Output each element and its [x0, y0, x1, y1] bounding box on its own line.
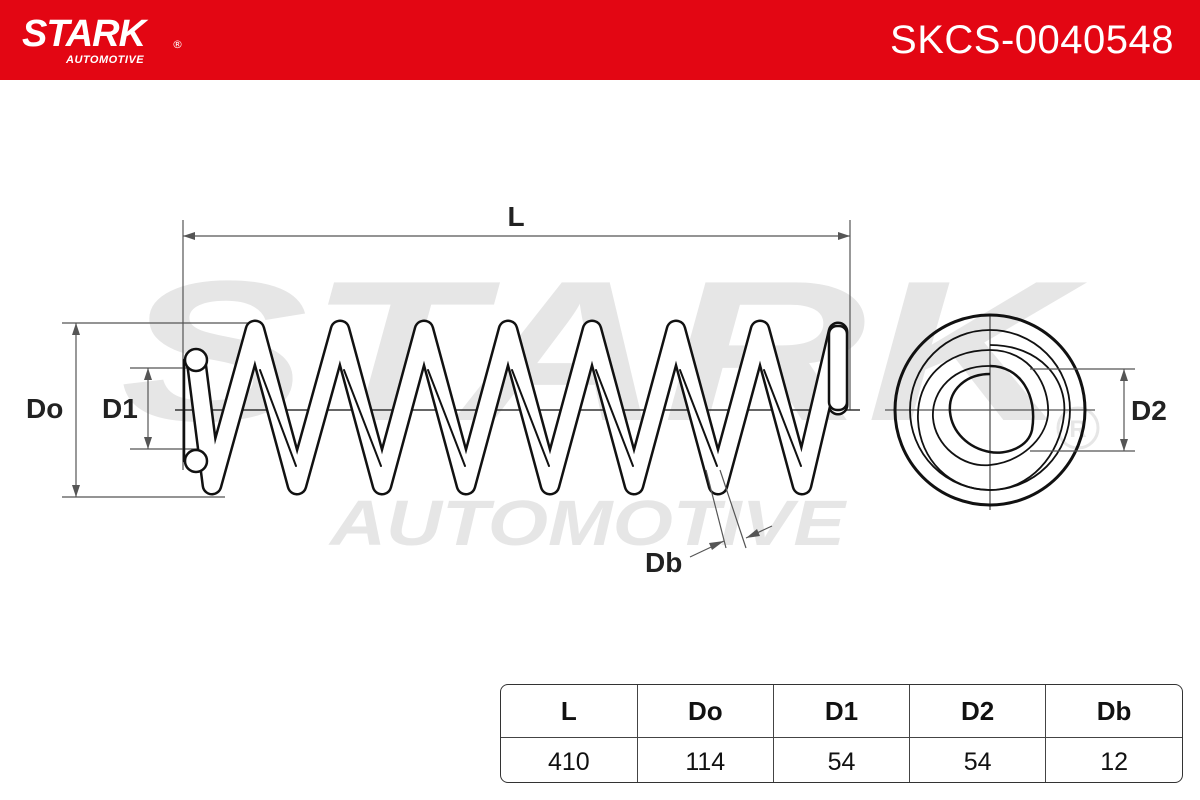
dimension-length	[182, 220, 851, 470]
label-length: L	[507, 201, 524, 232]
spec-header-row: L Do D1 D2 Db	[501, 685, 1182, 738]
spec-header-l: L	[501, 685, 638, 738]
label-outer-diameter: Do	[26, 393, 63, 424]
logo-text: STARK	[22, 13, 146, 55]
label-wire-diameter: Db	[645, 547, 682, 578]
label-inner-diameter-2: D2	[1131, 395, 1167, 426]
dimension-inner-diameter-2	[1030, 368, 1135, 452]
spring-end-view	[885, 313, 1095, 510]
spec-header-d1: D1	[772, 685, 910, 738]
spec-value-db: 12	[1045, 737, 1182, 782]
label-inner-diameter-1: D1	[102, 393, 138, 424]
part-number: SKCS-0040548	[890, 18, 1174, 62]
dimension-wire-diameter	[689, 469, 773, 558]
watermark-subtext: AUTOMOTIVE	[328, 487, 848, 559]
stark-logo: STARK ® AUTOMOTIVE	[22, 12, 202, 72]
spec-header-db: Db	[1045, 685, 1182, 738]
logo-subtext: AUTOMOTIVE	[66, 54, 145, 66]
logo-registered-mark: ®	[172, 38, 183, 51]
spec-value-row: 410 114 54 54 12	[501, 737, 1182, 782]
spec-table: L Do D1 D2 Db 410 114 54 54 12	[500, 684, 1183, 783]
spec-header-d2: D2	[909, 685, 1046, 738]
spec-value-l: 410	[547, 748, 590, 776]
spring-side-view	[182, 319, 849, 496]
spec-value-do: 114	[636, 737, 774, 782]
spec-value-d1: 54	[772, 737, 910, 782]
dimension-outer-diameter	[62, 322, 260, 498]
header-bar: STARK ® AUTOMOTIVE SKCS-0040548	[0, 0, 1200, 80]
spec-value-d2: 54	[909, 737, 1046, 782]
spec-header-do: Do	[636, 685, 774, 738]
